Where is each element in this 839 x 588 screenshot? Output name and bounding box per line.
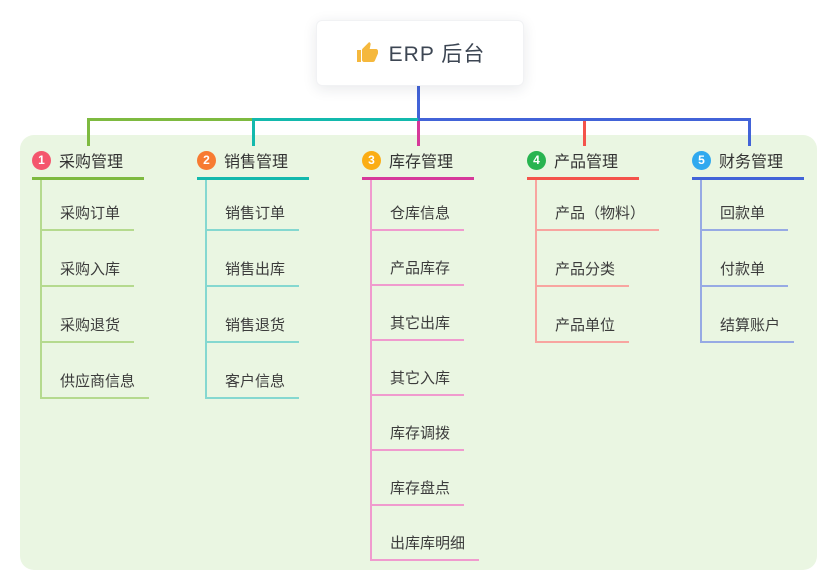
- root-node-label: ERP 后台: [388, 43, 486, 66]
- child-node[interactable]: 出库库明细: [372, 506, 480, 561]
- branch-number-badge: 4: [527, 150, 546, 170]
- child-node[interactable]: 仓库信息: [372, 180, 465, 231]
- thumbs-up-icon: [355, 41, 379, 65]
- branch-finance: 5 财务管理 回款单 付款单 结算账户: [692, 148, 804, 343]
- branch-inventory-header[interactable]: 3 库存管理: [362, 148, 474, 180]
- branch-finance-children: 回款单 付款单 结算账户: [700, 180, 795, 343]
- branch-sales-header[interactable]: 2 销售管理: [197, 148, 309, 180]
- connector-drop-purchase: [87, 118, 90, 146]
- child-node[interactable]: 销售订单: [207, 180, 300, 231]
- branch-inventory-children: 仓库信息 产品库存 其它出库 其它入库 库存调拨 库存盘点 出库库明细: [370, 180, 480, 561]
- root-node[interactable]: ERP 后台: [316, 20, 524, 86]
- branch-product-header[interactable]: 4 产品管理: [527, 148, 639, 180]
- connector-bus-blue: [418, 118, 751, 121]
- connector-bus-teal: [252, 118, 418, 121]
- child-node[interactable]: 产品单位: [537, 287, 630, 343]
- branch-label: 销售管理: [224, 154, 289, 171]
- branch-label: 产品管理: [554, 154, 619, 171]
- branch-inventory: 3 库存管理 仓库信息 产品库存 其它出库 其它入库 库存调拨 库存盘点 出库库…: [362, 148, 480, 561]
- connector-root-drop: [417, 84, 420, 120]
- branch-purchase: 1 采购管理 采购订单 采购入库 采购退货 供应商信息: [32, 148, 150, 399]
- branch-label: 财务管理: [719, 154, 784, 171]
- child-node[interactable]: 库存调拨: [372, 396, 465, 451]
- branch-product-children: 产品（物料） 产品分类 产品单位: [535, 180, 660, 343]
- branch-label: 采购管理: [59, 154, 124, 171]
- branch-label: 库存管理: [389, 154, 454, 171]
- branch-finance-header[interactable]: 5 财务管理: [692, 148, 804, 180]
- connector-drop-inventory: [417, 121, 420, 146]
- branch-sales-children: 销售订单 销售出库 销售退货 客户信息: [205, 180, 300, 399]
- child-node[interactable]: 销售退货: [207, 287, 300, 343]
- child-node[interactable]: 销售出库: [207, 231, 300, 287]
- branch-purchase-children: 采购订单 采购入库 采购退货 供应商信息: [40, 180, 150, 399]
- branch-sales: 2 销售管理 销售订单 销售出库 销售退货 客户信息: [197, 148, 309, 399]
- child-node[interactable]: 产品分类: [537, 231, 630, 287]
- child-node[interactable]: 产品库存: [372, 231, 465, 286]
- connector-drop-sales: [252, 118, 255, 146]
- mindmap-panel: [20, 135, 817, 570]
- child-node[interactable]: 采购退货: [42, 287, 135, 343]
- child-node[interactable]: 供应商信息: [42, 343, 150, 399]
- connector-drop-finance: [748, 118, 751, 146]
- child-node[interactable]: 结算账户: [702, 287, 795, 343]
- child-node[interactable]: 采购订单: [42, 180, 135, 231]
- child-node[interactable]: 客户信息: [207, 343, 300, 399]
- child-node[interactable]: 其它出库: [372, 286, 465, 341]
- branch-product: 4 产品管理 产品（物料） 产品分类 产品单位: [527, 148, 660, 343]
- branch-purchase-header[interactable]: 1 采购管理: [32, 148, 144, 180]
- connector-bus-green: [87, 118, 252, 121]
- branch-number-badge: 1: [32, 150, 51, 170]
- child-node[interactable]: 库存盘点: [372, 451, 465, 506]
- child-node[interactable]: 付款单: [702, 231, 788, 287]
- branch-number-badge: 5: [692, 150, 711, 170]
- child-node[interactable]: 其它入库: [372, 341, 465, 396]
- connector-drop-product: [583, 121, 586, 146]
- branch-number-badge: 2: [197, 150, 216, 170]
- branch-number-badge: 3: [362, 150, 381, 170]
- child-node[interactable]: 产品（物料）: [537, 180, 660, 231]
- child-node[interactable]: 回款单: [702, 180, 788, 231]
- child-node[interactable]: 采购入库: [42, 231, 135, 287]
